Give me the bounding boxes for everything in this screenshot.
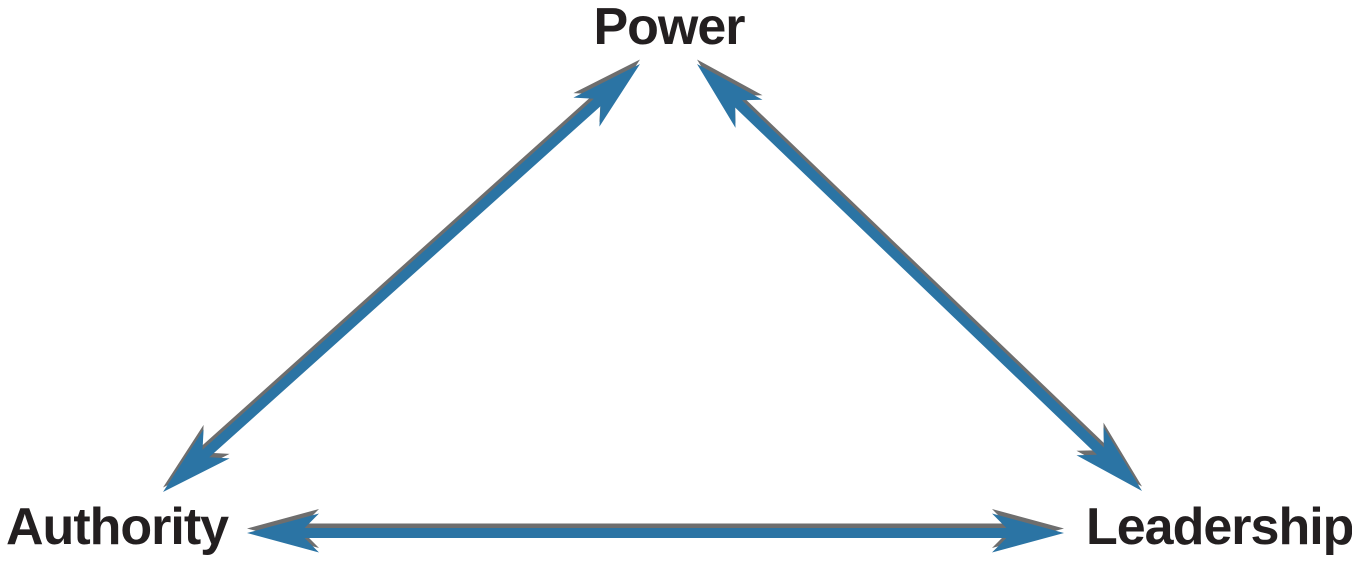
node-label-authority: Authority xyxy=(6,498,229,556)
node-label-leadership: Leadership xyxy=(1086,498,1352,556)
arrow-power-leadership xyxy=(697,64,1142,491)
node-label-power: Power xyxy=(593,0,745,56)
arrow-authority-power xyxy=(163,64,640,492)
arrow-authority-leadership xyxy=(247,513,1064,553)
